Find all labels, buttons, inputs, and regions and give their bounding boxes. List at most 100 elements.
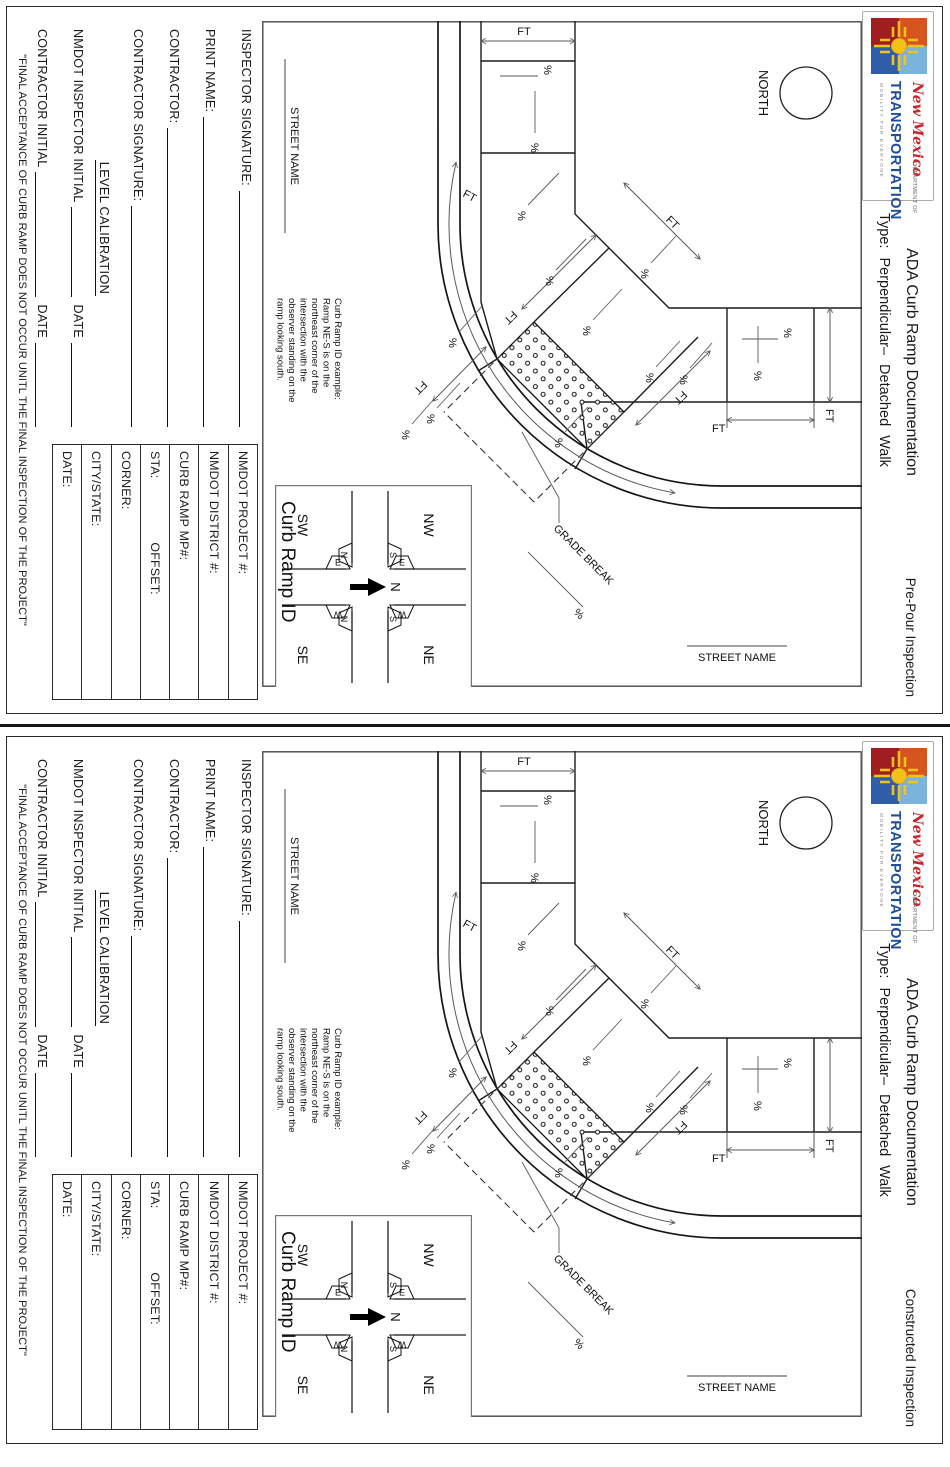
ramp-letter: E [399, 1288, 405, 1298]
nmdot-inspector-initial-label: NMDOT INSPECTOR INITIAL [71, 759, 85, 933]
logo-name: TRANSPORTATION [887, 81, 903, 220]
table-row-corner: CORNER: [111, 445, 141, 699]
percent-label: % [515, 941, 527, 951]
contractor-signature-label: CONTRACTOR SIGNATURE: [131, 29, 145, 202]
note-line: northeast corner of the [309, 298, 320, 394]
ft-label: FT [663, 214, 681, 232]
ramp-symbol-nw-e [389, 555, 415, 570]
street-name-bottom: STREET NAME [288, 107, 300, 185]
percent-label: % [781, 1058, 793, 1068]
compass-box: NW NE SW SE N [274, 1215, 472, 1417]
logo-tagline: MOBILITY FOR EVERYONE [878, 83, 883, 179]
street-name-right: STREET NAME [698, 1382, 776, 1394]
compass-corner-ne: NE [421, 1375, 437, 1394]
emblem-quadrant [871, 18, 899, 46]
level-calibration-heading: LEVEL CALIBRATION [95, 29, 112, 427]
date-label: DATE [35, 304, 49, 338]
ramp-symbol-se-w [325, 604, 351, 619]
contractor-label: CONTRACTOR: [167, 759, 181, 854]
print-name-label: PRINT NAME: [203, 759, 217, 843]
contractor-label: CONTRACTOR: [167, 29, 181, 124]
nmdot-inspector-initial-row: NMDOT INSPECTOR INITIAL DATE [71, 29, 88, 427]
percent-label: % [638, 269, 650, 279]
date-label: DATE [71, 304, 85, 338]
flare-tick [477, 1088, 498, 1102]
ramp-letter: N [339, 1346, 349, 1353]
percent-label: % [677, 375, 689, 385]
ramp-id-note: Curb Ramp ID example: Ramp NE-S is on th… [275, 1028, 344, 1133]
north-indicator: NORTH [756, 66, 833, 120]
table-label: CORNER: [118, 1181, 133, 1240]
grade-break-label: GRADE BREAK [551, 523, 616, 588]
table-label: DATE: [60, 1181, 75, 1218]
inspector-signature-line [239, 190, 253, 427]
ramp-symbol-ne-s [387, 1336, 402, 1362]
ramp-letter: E [399, 558, 405, 568]
zia-sun-icon [874, 21, 924, 71]
drawing-border [262, 751, 862, 1417]
grade-break-label: GRADE BREAK [551, 1253, 616, 1318]
nmdot-emblem-icon [871, 748, 927, 804]
page-title: ADA Curb Ramp Documentation [903, 978, 920, 1206]
nmdot-emblem-icon [871, 18, 927, 74]
walk-inner-edge [574, 21, 862, 309]
table-row-sta-offset: STA: OFFSET: [140, 445, 171, 699]
curb-ramp-plan-drawing: NORTH [262, 751, 862, 1417]
north-indicator: NORTH [756, 796, 833, 850]
grade-break-callout: GRADE BREAK % [521, 1161, 616, 1352]
nmdot-logo: New Mexico DEPARTMENT OF TRANSPORTATION … [862, 11, 934, 220]
percent-label: % [528, 873, 540, 883]
percent-label: % [424, 1144, 436, 1154]
ft-label: FT [712, 423, 726, 435]
percent-label: % [643, 373, 655, 383]
emblem-quadrant [899, 748, 927, 776]
nmdot-inspector-initial-label: NMDOT INSPECTOR INITIAL [71, 29, 85, 203]
percent-label: % [541, 65, 553, 75]
ramp-id-note: Curb Ramp ID example: Ramp NE-S is on th… [275, 298, 344, 403]
back-of-curb [459, 21, 862, 487]
north-circle [779, 66, 833, 120]
table-label: CURB RAMP MP#: [177, 451, 192, 561]
print-name-label: PRINT NAME: [203, 29, 217, 113]
grade-break-slope-line [527, 1281, 584, 1338]
emblem-quadrant [871, 46, 899, 74]
emblem-quadrant [899, 18, 927, 46]
north-label: NORTH [756, 70, 771, 116]
ft-labels: FT FT FT FT FT FT FT FT [411, 26, 835, 435]
percent-label: % [515, 211, 527, 221]
compass-corner-sw: SW [295, 1244, 311, 1267]
ramp-letter: E [335, 558, 341, 568]
contractor-initial-row: CONTRACTOR INITIAL DATE [35, 29, 52, 427]
percent-label: % [446, 1068, 458, 1078]
page-pre-pour: New Mexico DEPARTMENT OF TRANSPORTATION … [6, 6, 945, 718]
curb-lines [437, 21, 862, 509]
ft-label: FT [411, 378, 429, 396]
percent-label: % [677, 1105, 689, 1115]
inspector-signature-label: INSPECTOR SIGNATURE: [239, 759, 253, 916]
emblem-quadrant [899, 46, 927, 74]
flare-tick [477, 358, 498, 372]
contractor-row: CONTRACTOR: [167, 759, 184, 1157]
corner-landing-dim [624, 913, 700, 989]
table-label: DATE: [60, 451, 75, 488]
level-calibration-label: LEVEL CALIBRATION [95, 889, 112, 1027]
ramp-symbol-sw-e [325, 1285, 351, 1300]
compass-north-label: N [388, 1312, 403, 1321]
compass-road-lines [282, 491, 466, 683]
table-row-city-state: CITY/STATE: [82, 445, 112, 699]
ramp-symbol-ne-w [389, 1334, 415, 1349]
ramp-symbol-sw-n [338, 542, 353, 568]
slope-labels: % % % % % % % % % % % % % % [399, 795, 793, 1178]
note-line: intersection with the [298, 298, 309, 382]
initial-line [35, 172, 49, 297]
table-label: NMDOT DISTRICT #: [206, 451, 221, 574]
percent-label: % [399, 1160, 411, 1170]
dimension-lines [433, 771, 830, 1223]
note-line: northeast corner of the [309, 1028, 320, 1124]
compass-corner-sw: SW [295, 514, 311, 537]
percent-label: % [528, 143, 540, 153]
table-row-project: NMDOT PROJECT #: [229, 1175, 257, 1429]
table-row-date: DATE: [53, 445, 83, 699]
table-label: NMDOT PROJECT #: [235, 451, 250, 575]
percent-label: % [643, 1103, 655, 1113]
